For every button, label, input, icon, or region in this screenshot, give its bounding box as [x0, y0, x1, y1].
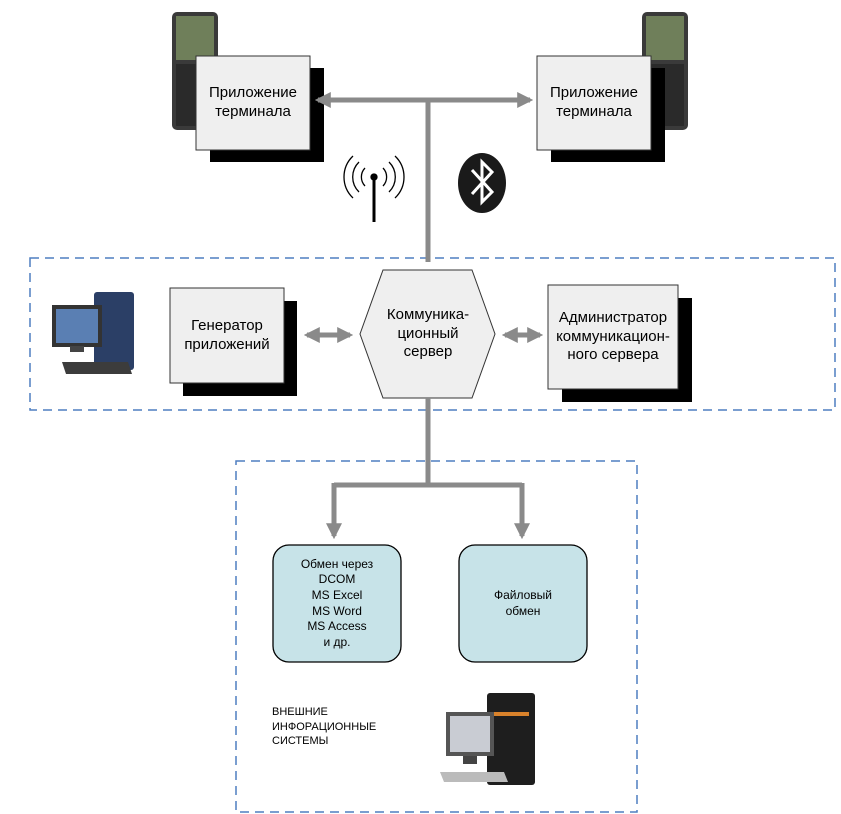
terminal-app-left-box — [195, 55, 311, 151]
file-exchange-label: Файловый обмен — [493, 587, 552, 618]
external-systems-label: ВНЕШНИЕ ИНФОРАЦИОННЫЕ СИСТЕМЫ — [272, 705, 377, 748]
app-generator-box — [169, 287, 285, 384]
bluetooth-icon — [458, 153, 506, 213]
comm-server-label: Коммуника- ционный сервер — [386, 305, 470, 361]
desktop-computer-icon — [440, 693, 535, 785]
comm-admin-box — [547, 284, 679, 390]
file-exchange-box — [458, 544, 588, 663]
pda-terminal-icon — [642, 12, 688, 130]
exchange-dcom-label: Обмен через DCOM MS Excel MS Word MS Acc… — [300, 556, 374, 649]
external-zone-border — [235, 460, 638, 813]
radio-antenna-icon — [343, 155, 405, 222]
terminal-app-right-box — [536, 55, 652, 151]
terminal-app-right-label: Приложение терминала — [550, 84, 638, 120]
terminal-app-left-label: Приложение терминала — [209, 84, 297, 120]
comm-server-hexagon — [359, 269, 496, 399]
exchange-dcom-box — [272, 544, 402, 663]
comm-admin-label: Администратор коммуникацион- ного сервер… — [556, 308, 670, 364]
server-zone-border — [29, 257, 836, 411]
desktop-computer-icon — [52, 292, 134, 374]
app-generator-label: Генератор приложений — [184, 316, 270, 353]
